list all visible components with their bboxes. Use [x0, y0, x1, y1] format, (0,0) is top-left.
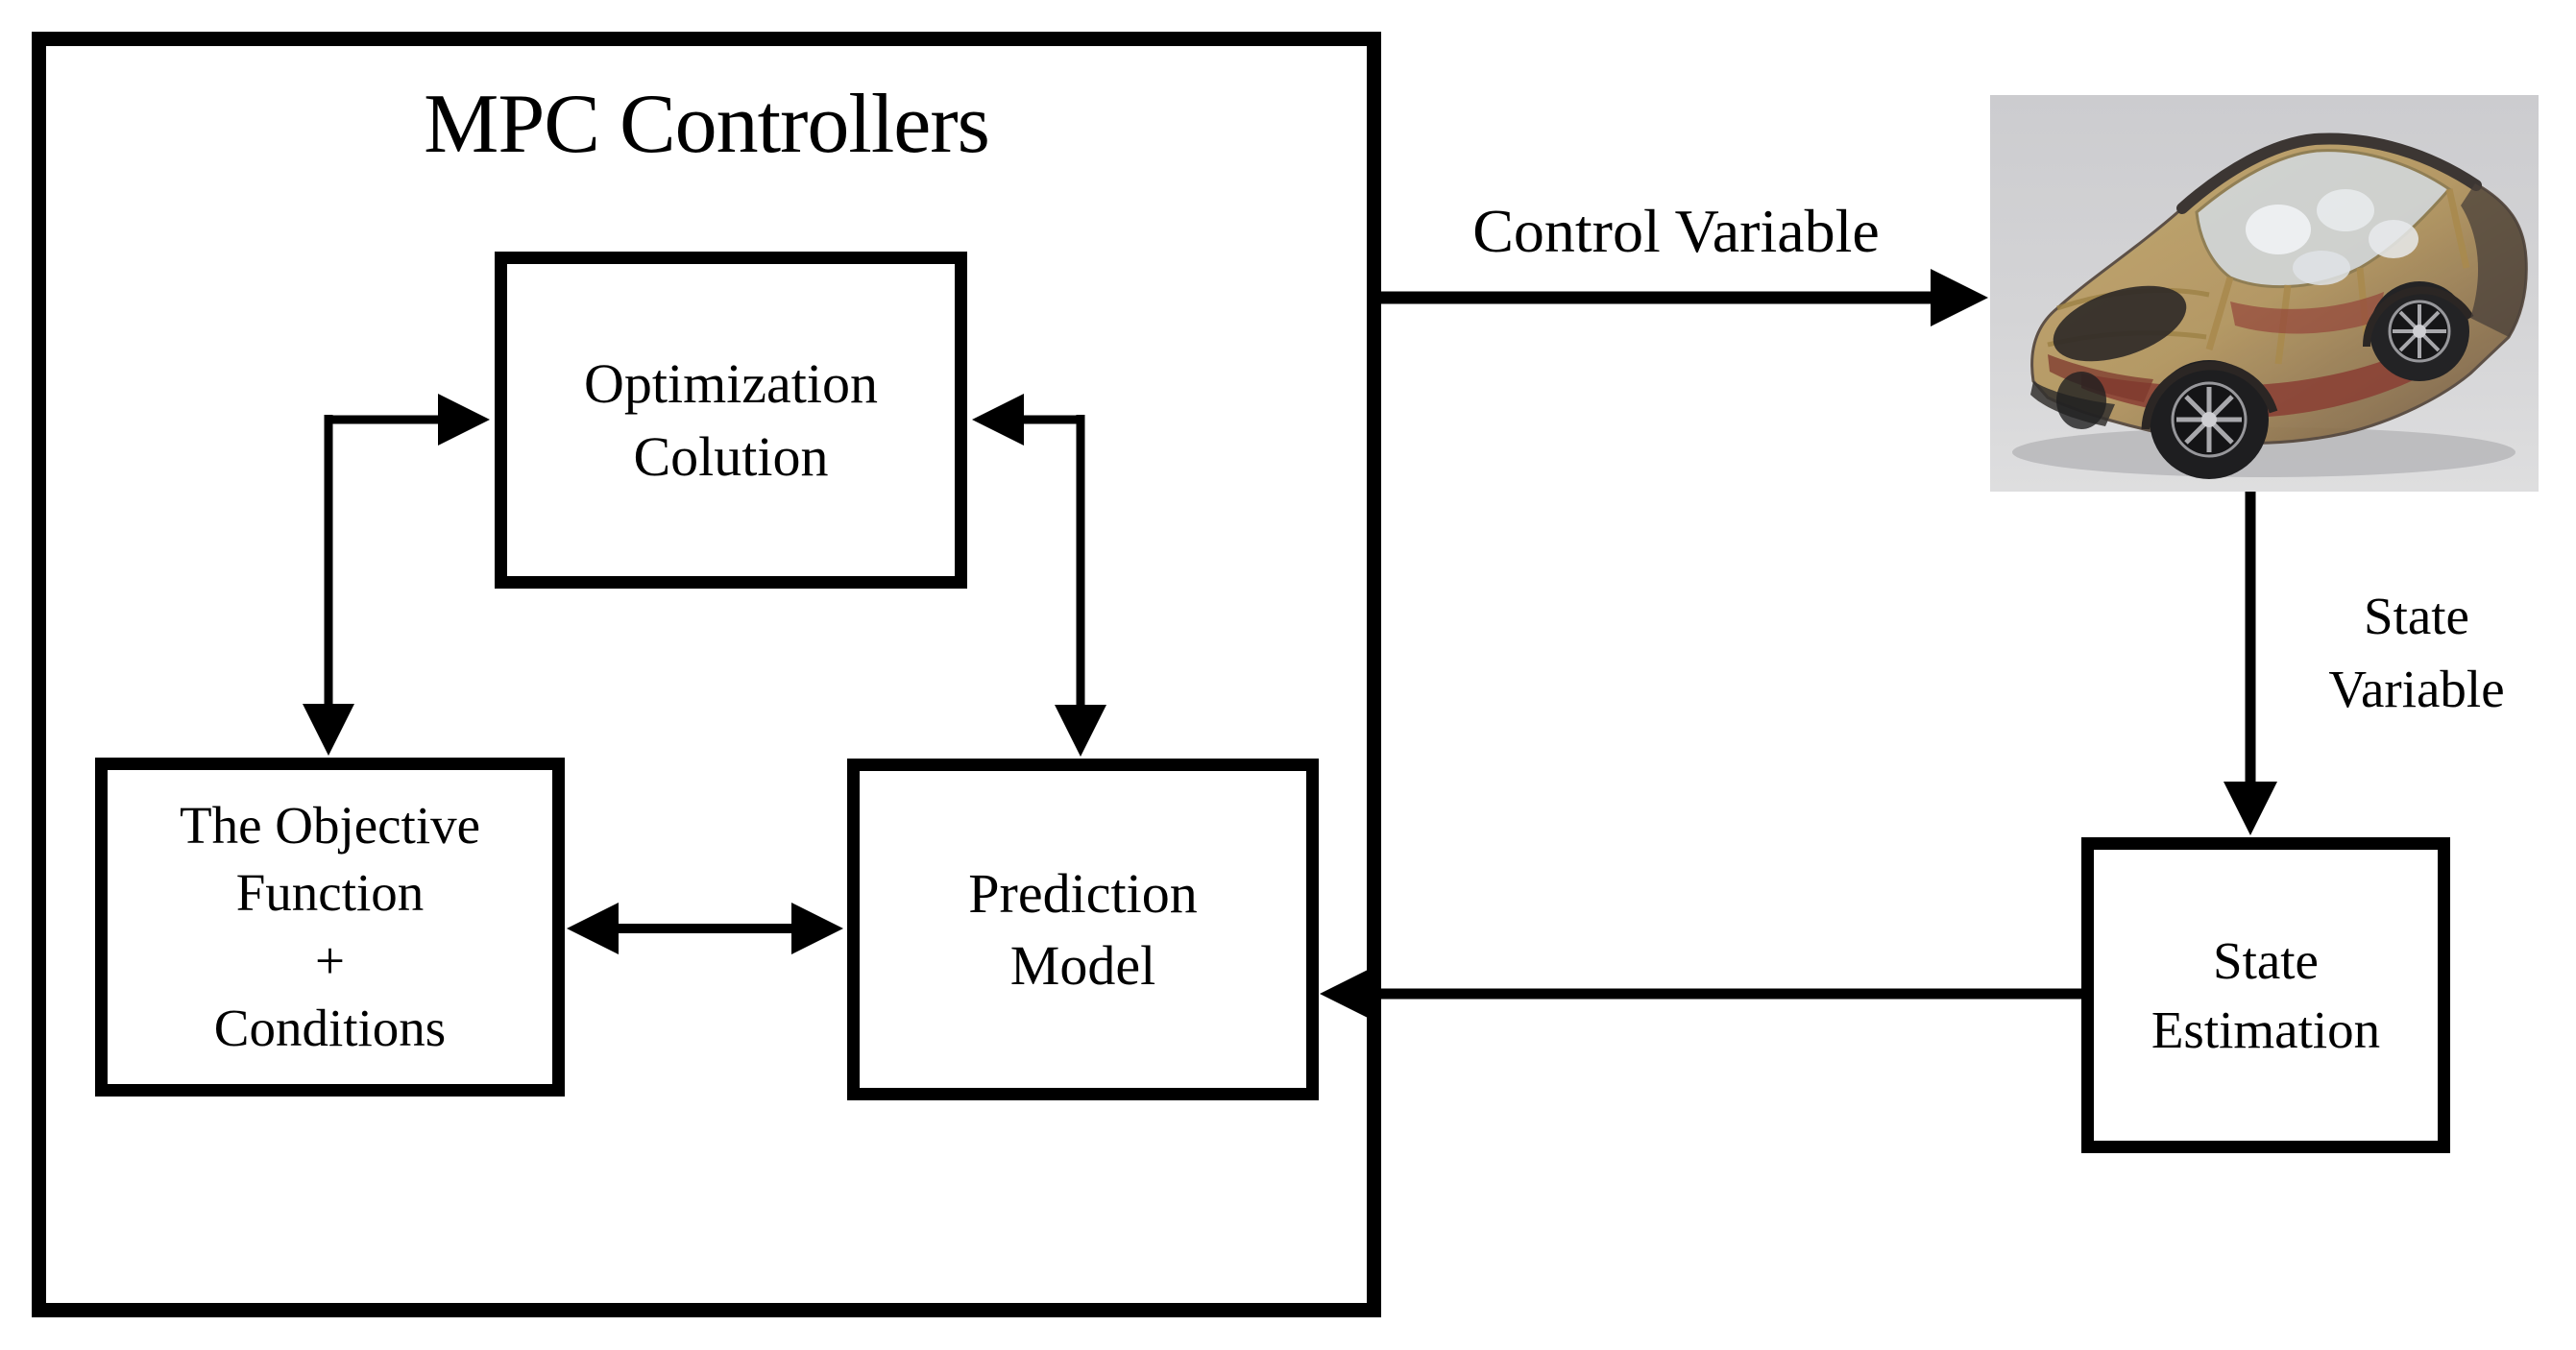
front-wheel [2150, 360, 2269, 479]
state-variable-line-2: Variable [2328, 659, 2505, 718]
arrow-car-state-estimation [2224, 490, 2277, 835]
objective-line-3: + [314, 930, 346, 990]
objective-line-4: Conditions [213, 998, 447, 1057]
objective-function-box: The Objective Function + Conditions [95, 758, 565, 1097]
arrow-state-feedback [1320, 967, 2081, 1021]
state-estimation-box: State Estimation [2081, 837, 2450, 1153]
diagram-title: MPC Controllers [424, 78, 990, 171]
state-estimation-line-1: State [2213, 931, 2319, 990]
rear-wheel [2369, 281, 2469, 381]
car-image [1990, 95, 2539, 492]
prediction-line-1: Prediction [968, 861, 1198, 925]
optimization-solution-box: Optimization Colution [495, 252, 967, 589]
state-variable-line-1: State [2364, 587, 2469, 645]
control-variable-label: Control Variable [1472, 197, 1880, 265]
optimization-line-2: Colution [633, 424, 829, 488]
state-estimation-line-2: Estimation [2151, 1000, 2381, 1059]
prediction-model-box: Prediction Model [847, 759, 1319, 1100]
mpc-controllers-box [32, 32, 1381, 1317]
objective-line-1: The Objective [179, 795, 481, 855]
arrow-control-variable [1375, 269, 1988, 326]
prediction-line-2: Model [1009, 934, 1156, 997]
state-variable-label: State Variable [2291, 580, 2542, 726]
objective-line-2: Function [235, 863, 425, 923]
optimization-line-1: Optimization [583, 352, 879, 416]
